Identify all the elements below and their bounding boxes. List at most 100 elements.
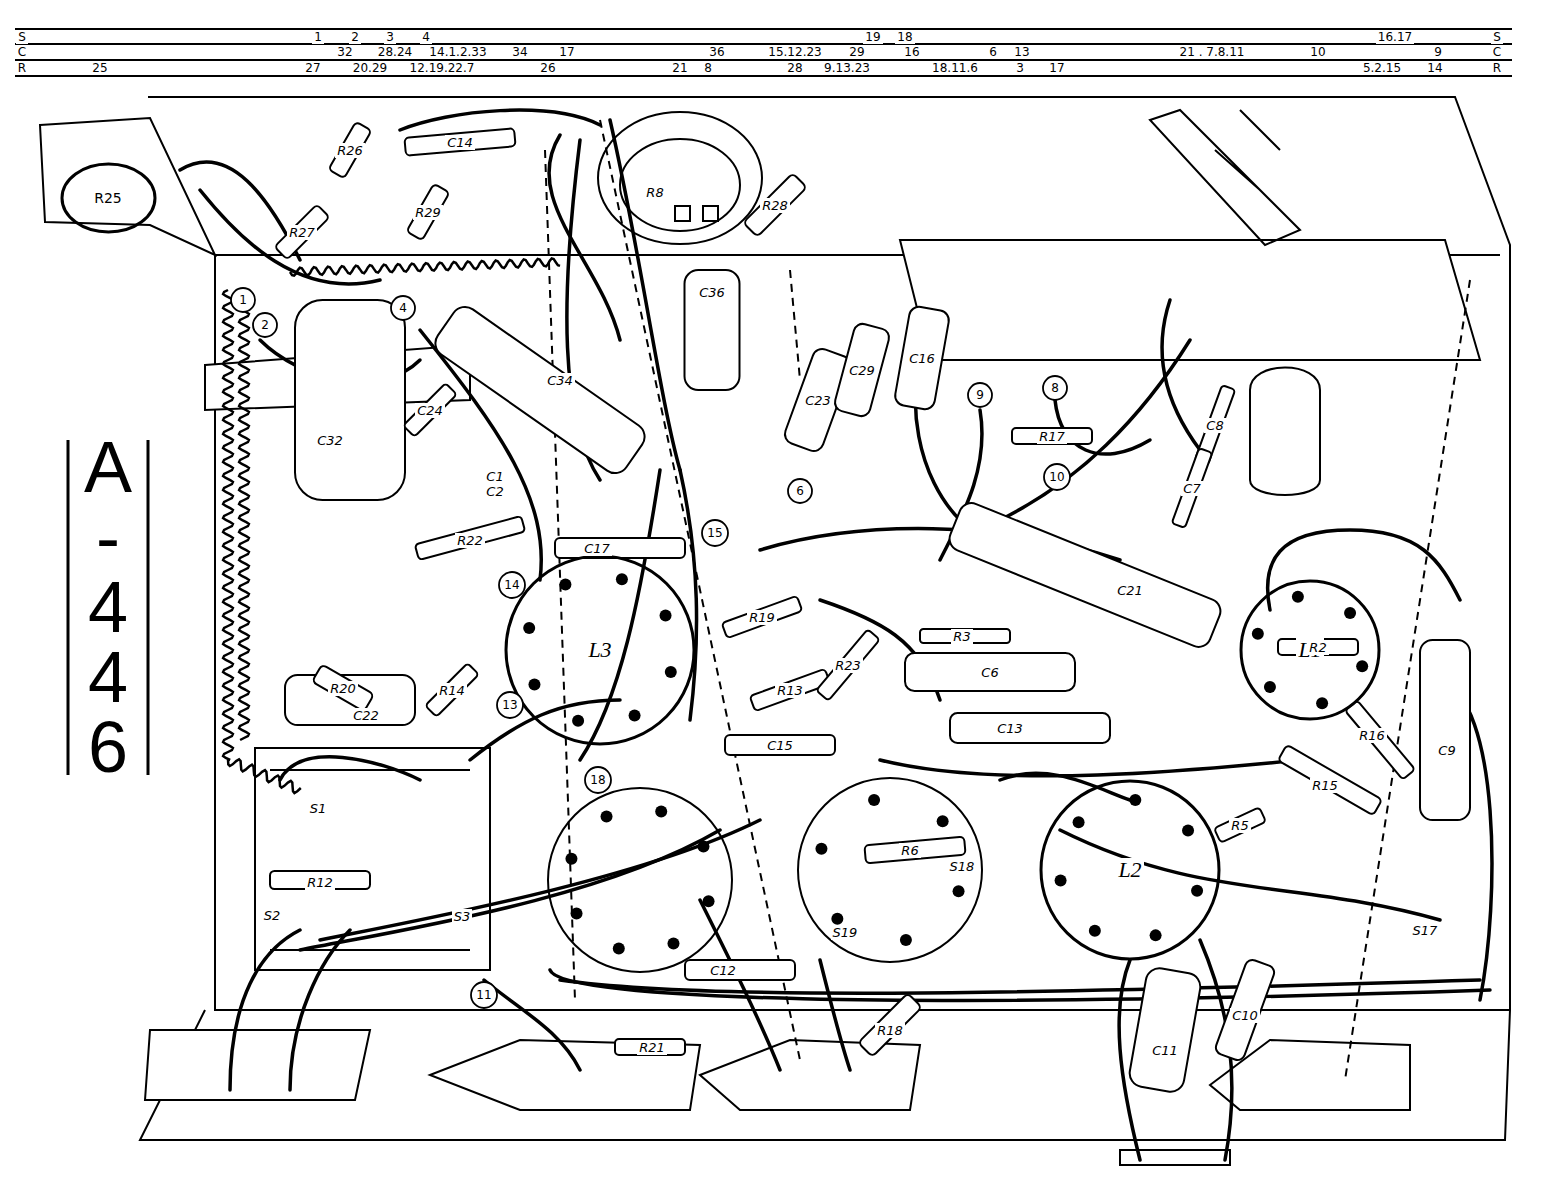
chassis-drawing [295, 300, 405, 500]
chassis-drawing [601, 811, 613, 823]
callout-number: 8 [1042, 375, 1068, 401]
chassis-drawing [1182, 825, 1194, 837]
header-cell: R [1491, 61, 1503, 75]
callout-number-outline [499, 572, 525, 598]
component-label: C21 [1115, 583, 1145, 598]
chassis-drawing [15, 75, 1512, 77]
header-cell: 25 [90, 61, 109, 75]
header-cell: 16 [902, 45, 921, 59]
component-label: C32 [315, 433, 345, 448]
chassis-drawing [425, 663, 479, 717]
callout-number-label: 4 [399, 301, 407, 315]
component-label: R12 [305, 875, 335, 890]
component-label: R26 [335, 143, 365, 158]
chassis-drawing [831, 913, 843, 925]
callout-number: 13 [496, 691, 524, 719]
callout-number-outline [497, 692, 523, 718]
callout-number: 15 [701, 519, 729, 547]
callout-number: 14 [498, 571, 526, 599]
chassis-drawing [655, 805, 667, 817]
chassis-drawing [290, 258, 560, 275]
chassis-drawing [180, 110, 1492, 1160]
chassis-drawing [900, 934, 912, 946]
chassis-drawing [600, 120, 800, 1060]
chassis-drawing [880, 760, 1300, 776]
header-cell: 3 [1014, 61, 1026, 75]
chassis-drawing [905, 653, 1075, 691]
component-label: C34 [545, 373, 575, 388]
chassis-drawing [613, 943, 625, 955]
header-cell: 5.2.15 [1361, 61, 1403, 75]
chassis-drawing [868, 794, 880, 806]
chassis-drawing [274, 204, 329, 259]
header-cell: 9 [1432, 45, 1444, 59]
callout-number-label: 6 [796, 484, 804, 498]
component-label: R29 [413, 205, 443, 220]
callout-number-outline [1043, 376, 1067, 400]
callout-number: 10 [1043, 463, 1071, 491]
chassis-drawing [290, 930, 350, 1090]
header-cell: 27 [303, 61, 322, 75]
chassis-drawing [280, 757, 420, 780]
header-cell: 14 [1425, 61, 1444, 75]
tube-socket: L2 [1040, 780, 1220, 960]
component-label: R13 [775, 683, 805, 698]
component-label: S17 [1411, 923, 1440, 938]
callout-number-label: 11 [476, 988, 491, 1002]
chassis-drawing [1172, 448, 1213, 528]
chassis-drawing [1278, 639, 1358, 655]
component-label: C29 [847, 363, 877, 378]
header-cell: 17 [1047, 61, 1066, 75]
header-cell: S [16, 30, 28, 44]
callout-number: 4 [390, 295, 416, 321]
header-cell: 9.13.23 [822, 61, 872, 75]
chassis-drawing [239, 290, 249, 740]
component-label: C7 [1181, 481, 1202, 496]
callout-number-label: 13 [502, 698, 517, 712]
header-cell: 16.17 [1376, 30, 1414, 44]
chassis-drawing [270, 871, 370, 889]
chassis-drawing [430, 1040, 700, 1110]
component-label: C1 [484, 469, 505, 484]
tube-socket: L3 [505, 555, 695, 745]
chassis-drawing [1129, 794, 1141, 806]
callout-number: 1 [230, 287, 256, 313]
chassis-drawing [145, 1030, 370, 1100]
chassis-drawing [685, 960, 795, 980]
chassis-drawing [548, 788, 732, 972]
chassis-drawing [328, 122, 371, 179]
chassis-drawing [1356, 660, 1368, 672]
component-label: C22 [351, 708, 381, 723]
component-label: C17 [582, 541, 612, 556]
header-cell: 29 [847, 45, 866, 59]
component-label: R14 [437, 683, 467, 698]
chassis-drawing [1000, 340, 1190, 520]
header-cell: 32 [335, 45, 354, 59]
component-label: R27 [287, 225, 317, 240]
component-label: C13 [995, 721, 1025, 736]
chassis-drawing [667, 937, 679, 949]
chassis-drawing [620, 139, 740, 231]
component-label: R19 [747, 610, 777, 625]
header-cell: 26 [538, 61, 557, 75]
chassis-drawing [549, 135, 620, 340]
chassis-drawing [147, 440, 150, 775]
callout-number: 11 [470, 981, 498, 1009]
header-cell: S [1491, 30, 1503, 44]
chassis-drawing [1150, 929, 1162, 941]
component-label: S3 [452, 909, 473, 924]
chassis-drawing [40, 118, 215, 255]
chassis-drawing [15, 43, 1512, 45]
callout-number-outline [585, 767, 611, 793]
chassis-drawing [571, 907, 583, 919]
component-label: R21 [637, 1040, 667, 1055]
component-label: C15 [765, 738, 795, 753]
component-label: R2 [1307, 640, 1328, 655]
chassis-drawing [1012, 428, 1092, 444]
chassis-drawing [1073, 816, 1085, 828]
chassis-drawing [953, 885, 965, 897]
chassis-drawing [1060, 830, 1440, 920]
header-cell: 12.19.22.7 [408, 61, 477, 75]
component-label: R17 [1037, 429, 1067, 444]
